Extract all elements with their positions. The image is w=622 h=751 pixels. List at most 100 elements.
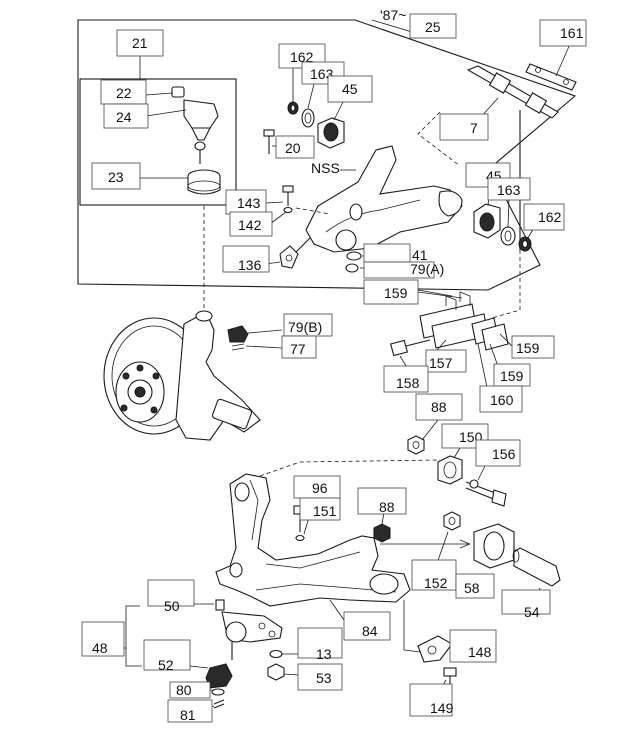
svg-text:13: 13 <box>316 646 332 662</box>
dust-boot-23 <box>187 169 221 195</box>
svg-text:157: 157 <box>429 355 453 371</box>
upper-control-arm <box>305 145 463 253</box>
svg-text:142: 142 <box>238 217 262 233</box>
leader-52 <box>189 665 209 669</box>
svg-text:54: 54 <box>524 604 540 620</box>
svg-text:152: 152 <box>424 575 448 591</box>
nut-88-upper <box>407 435 425 455</box>
svg-text:162: 162 <box>290 49 314 65</box>
label-136: 136 <box>222 245 270 273</box>
svg-text:149: 149 <box>430 700 454 716</box>
svg-text:53: 53 <box>316 670 332 686</box>
svg-text:160: 160 <box>490 392 514 408</box>
leader-156 <box>477 463 487 481</box>
svg-text:161: 161 <box>560 25 584 41</box>
svg-text:58: 58 <box>464 580 480 596</box>
svg-text:81: 81 <box>180 707 196 723</box>
svg-text:79(B): 79(B) <box>288 319 322 335</box>
leader-45a <box>333 101 344 121</box>
bracket-148 <box>417 635 453 663</box>
label-13: 13 <box>297 627 343 662</box>
label-79b: 79(B) <box>283 313 333 337</box>
label-163-lower: 163 <box>487 177 531 201</box>
svg-text:96: 96 <box>312 480 328 496</box>
leader-84 <box>329 599 345 621</box>
upper-group-outline <box>77 19 577 291</box>
nut-53 <box>267 663 285 681</box>
bracket-161 <box>525 63 577 91</box>
leader-159a2 <box>417 291 463 299</box>
nut-88-lower <box>373 523 391 543</box>
svg-text:52: 52 <box>158 657 174 673</box>
leader-150 <box>453 447 461 459</box>
leader-143 <box>265 201 284 204</box>
label-41: 41 <box>363 243 428 263</box>
label-20: 20 <box>275 135 315 159</box>
svg-text:41: 41 <box>412 247 428 263</box>
bracket-48 <box>125 605 142 667</box>
svg-text:20: 20 <box>285 140 301 156</box>
label-159-top: 159 <box>363 279 419 305</box>
label-54: 54 <box>501 589 551 620</box>
bolt-156 <box>465 479 507 507</box>
leader-163a <box>307 79 316 109</box>
bolt-54 <box>512 547 561 587</box>
bumper-79b <box>227 325 249 343</box>
label-159-mid: 159 <box>493 363 531 387</box>
ball-joint-group-box <box>79 78 237 206</box>
svg-text:80: 80 <box>176 682 192 698</box>
label-162-lower: 162 <box>523 203 565 231</box>
bumper-41 <box>345 251 362 273</box>
dust-boot-80 <box>205 663 233 696</box>
leader-159b <box>499 333 513 347</box>
lower-control-arm <box>215 473 411 607</box>
year-note: '87~ <box>380 7 406 23</box>
leader-79b <box>247 329 283 334</box>
arm-arrow <box>459 539 471 549</box>
arm-dashed-line <box>259 459 441 477</box>
upper-ball-joint <box>171 86 219 164</box>
label-23: 23 <box>91 162 141 190</box>
label-77: 77 <box>281 335 317 359</box>
bolt-158 <box>390 339 431 357</box>
svg-text:79(A): 79(A) <box>410 261 444 277</box>
bushing-58 <box>473 523 515 569</box>
svg-text:159: 159 <box>384 285 408 301</box>
bolt-20 <box>263 129 275 154</box>
label-158: 158 <box>383 365 429 393</box>
label-79a: 79(A) <box>363 261 444 279</box>
spring-clip-77 <box>231 343 245 351</box>
svg-text:163: 163 <box>497 182 521 198</box>
svg-text:24: 24 <box>116 109 132 125</box>
label-152: 152 <box>411 559 457 591</box>
svg-text:88: 88 <box>379 499 395 515</box>
label-25: 25 <box>409 13 457 39</box>
washer-13 <box>269 649 283 659</box>
leader-161 <box>555 43 571 77</box>
leader-77 <box>245 345 283 349</box>
svg-text:21: 21 <box>132 35 148 51</box>
bolt-143 <box>282 185 294 214</box>
label-48: 48 <box>81 621 125 657</box>
label-22: 22 <box>100 79 147 105</box>
svg-text:23: 23 <box>108 169 124 185</box>
label-142: 142 <box>229 211 273 237</box>
nut-152 <box>443 511 461 531</box>
shaft-dashed-line <box>417 111 461 167</box>
svg-text:159: 159 <box>500 368 524 384</box>
nut-162-lower <box>518 236 532 252</box>
svg-text:25: 25 <box>425 19 441 35</box>
label-24: 24 <box>103 103 149 129</box>
label-157: 157 <box>425 349 467 373</box>
svg-text:50: 50 <box>164 598 180 614</box>
leader-142 <box>269 211 287 225</box>
svg-text:48: 48 <box>92 640 108 656</box>
clip-136 <box>279 237 311 269</box>
svg-text:88: 88 <box>431 399 447 415</box>
nut-162-upper <box>287 101 299 115</box>
leader-148b <box>403 649 421 653</box>
svg-text:148: 148 <box>468 644 492 660</box>
leader-163b <box>507 197 510 229</box>
svg-text:136: 136 <box>238 257 262 273</box>
